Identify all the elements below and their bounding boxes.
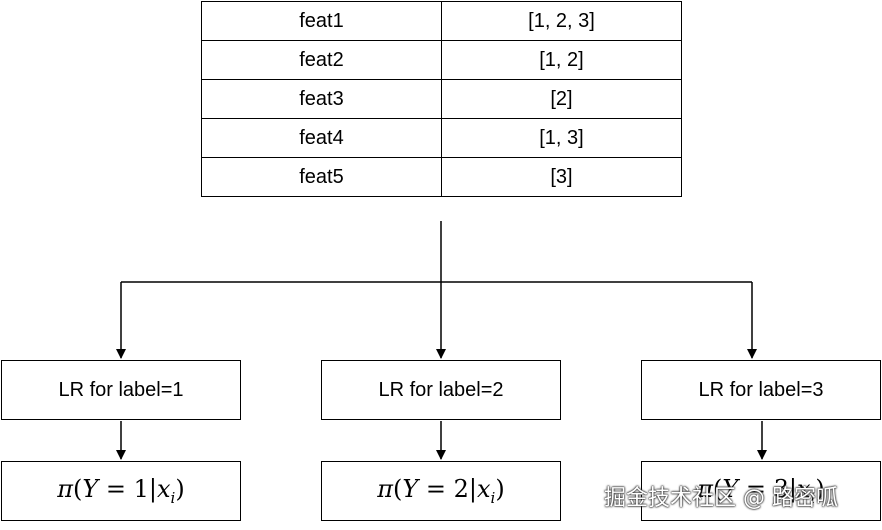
lr-box-text: LR for label=1 <box>58 378 184 401</box>
probability-box-1: π(Y = 1|xi) <box>1 461 241 521</box>
labels-cell: [1, 2, 3] <box>441 1 682 41</box>
lr-box-text: LR for label=2 <box>378 378 504 401</box>
lr-box-label-2: LR for label=2 <box>321 360 561 420</box>
feature-label-table: feat1 [1, 2, 3] feat2 [1, 2] feat3 [2] f… <box>201 1 682 197</box>
feature-cell: feat4 <box>201 118 442 158</box>
probability-formula: π(Y = 3|xi) <box>697 475 825 507</box>
table-row: feat2 [1, 2] <box>201 40 682 80</box>
table-row: feat5 [3] <box>201 157 682 197</box>
labels-cell: [1, 3] <box>441 118 682 158</box>
table-row: feat1 [1, 2, 3] <box>201 1 682 41</box>
probability-formula: π(Y = 2|xi) <box>377 475 505 507</box>
lr-box-text: LR for label=3 <box>698 378 824 401</box>
table-row: feat3 [2] <box>201 79 682 119</box>
watermark: 掘金技术社区 @ 路密呱 <box>604 486 838 511</box>
probability-box-3: π(Y = 3|xi) <box>641 461 881 521</box>
feature-cell: feat5 <box>201 157 442 197</box>
lr-box-label-3: LR for label=3 <box>641 360 881 420</box>
table-row: feat4 [1, 3] <box>201 118 682 158</box>
probability-formula: π(Y = 1|xi) <box>57 475 185 507</box>
probability-box-2: π(Y = 2|xi) <box>321 461 561 521</box>
labels-cell: [3] <box>441 157 682 197</box>
labels-cell: [1, 2] <box>441 40 682 80</box>
lr-box-label-1: LR for label=1 <box>1 360 241 420</box>
feature-cell: feat1 <box>201 1 442 41</box>
labels-cell: [2] <box>441 79 682 119</box>
